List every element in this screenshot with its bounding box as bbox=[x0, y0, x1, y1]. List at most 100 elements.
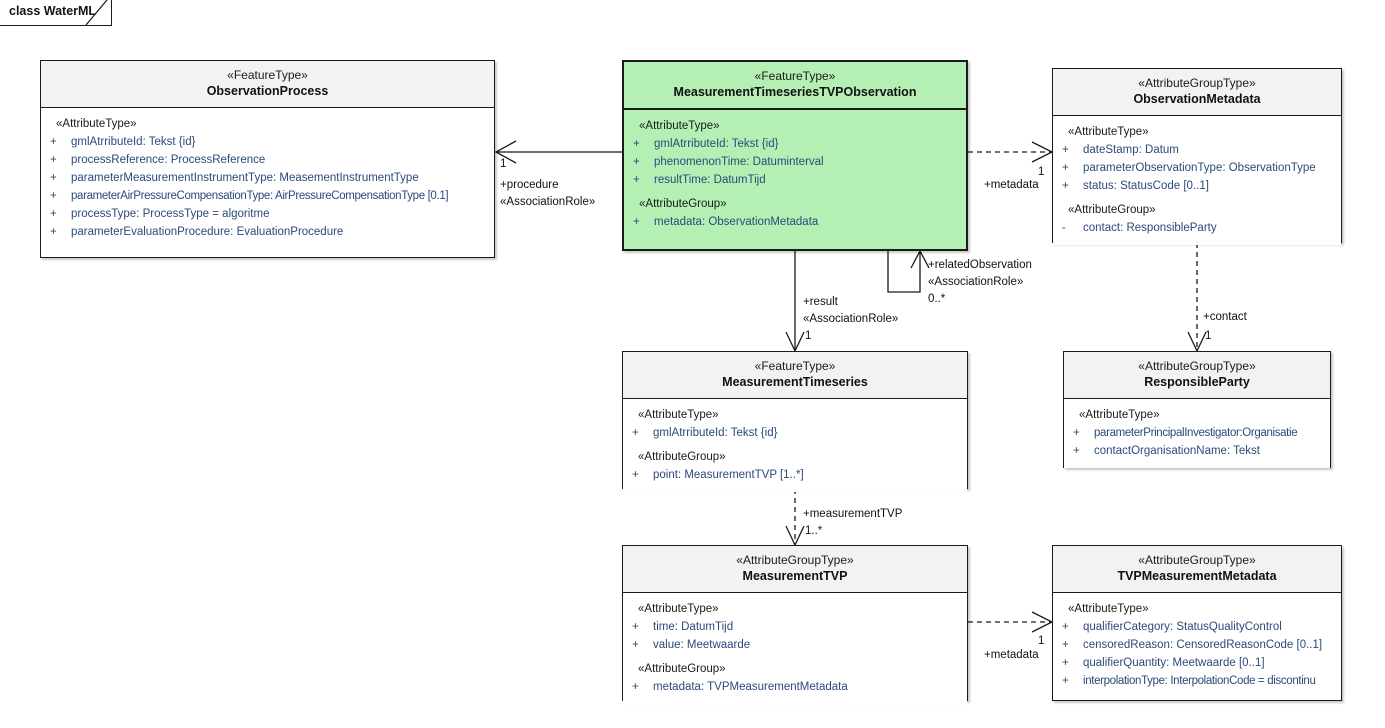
attribute-row: + processReference: ProcessReference bbox=[41, 151, 494, 169]
visibility-marker: + bbox=[633, 216, 640, 228]
visibility-marker: + bbox=[50, 154, 57, 166]
attribute-row: +time: DatumTijd bbox=[623, 618, 967, 636]
attribute-row: +gmlAtrributeId: Tekst {id} bbox=[41, 133, 494, 151]
attribute-group-label: «AttributeGroup» bbox=[638, 663, 726, 675]
class-body: «AttributeType» +dateStamp: Datum + param… bbox=[1053, 116, 1341, 245]
class-tvp-measurement-metadata[interactable]: «AttributeGroupType» TVPMeasurementMetad… bbox=[1052, 545, 1342, 701]
attribute-text: point: MeasurementTVP [1..*] bbox=[653, 469, 804, 481]
class-header: «AttributeGroupType» ResponsibleParty bbox=[1064, 352, 1330, 399]
visibility-marker: + bbox=[632, 681, 639, 693]
procedure-multiplicity: 1 bbox=[500, 158, 507, 170]
attribute-row: +phenomenonTime: Datuminterval bbox=[624, 153, 966, 171]
class-stereotype: «FeatureType» bbox=[754, 359, 836, 373]
attribute-row: +qualifierCategory: StatusQualityControl bbox=[1053, 618, 1341, 636]
result-role-label: +result bbox=[803, 296, 838, 308]
connector-observation-metadata bbox=[968, 141, 1054, 163]
measurement-tvp-role-label: +measurementTVP bbox=[803, 508, 903, 520]
connector-procedure bbox=[494, 140, 622, 164]
attribute-row: +resultTime: DatumTijd bbox=[624, 171, 966, 189]
attribute-group-label: «AttributeGroup» bbox=[1068, 204, 1156, 216]
attribute-row: + parameterEvaluationProcedure: Evaluatio… bbox=[41, 223, 494, 241]
class-stereotype: «AttributeGroupType» bbox=[1138, 76, 1256, 90]
attribute-row: + status: StatusCode [0..1] bbox=[1053, 177, 1341, 195]
procedure-stereotype-label: «AssociationRole» bbox=[500, 196, 596, 208]
attribute-text: contact: ResponsibleParty bbox=[1083, 222, 1217, 234]
attribute-text: gmlAtrributeId: Tekst {id} bbox=[653, 427, 778, 439]
class-body: «AttributeType» + parameterPrincipalInves… bbox=[1064, 399, 1330, 468]
attribute-row: +interpolationType: InterpolationCode = … bbox=[1053, 672, 1341, 690]
attribute-row: + point: MeasurementTVP [1..*] bbox=[623, 466, 967, 484]
class-stereotype: «FeatureType» bbox=[754, 69, 836, 83]
class-stereotype: «AttributeGroupType» bbox=[1138, 359, 1256, 373]
tvp-metadata-role-label: +metadata bbox=[984, 649, 1039, 661]
attribute-row: +censoredReason: CensoredReasonCode [0..… bbox=[1053, 636, 1341, 654]
visibility-marker: + bbox=[632, 639, 639, 651]
class-body: «AttributeType» +qualifierCategory: Stat… bbox=[1053, 593, 1341, 698]
contact-role-label: +contact bbox=[1203, 311, 1247, 323]
visibility-marker: + bbox=[50, 136, 57, 148]
class-name: MeasurementTimeseries bbox=[722, 375, 868, 389]
attribute-text: censoredReason: CensoredReasonCode [0..1… bbox=[1083, 639, 1323, 651]
attribute-text: status: StatusCode [0..1] bbox=[1083, 180, 1209, 192]
attribute-group-label: «AttributeType» bbox=[639, 120, 720, 132]
class-body: «AttributeType» +gmlAtrributeId: Tekst {… bbox=[41, 108, 494, 249]
attribute-group-label: «AttributeType» bbox=[1068, 603, 1149, 615]
attribute-group-label: «AttributeType» bbox=[1068, 126, 1149, 138]
class-header: «AttributeGroupType» TVPMeasurementMetad… bbox=[1053, 546, 1341, 593]
class-measurement-timeseries-tvp-observation[interactable]: «FeatureType» MeasurementTimeseriesTVPOb… bbox=[622, 60, 968, 251]
diagram-frame-label: class WaterML bbox=[9, 4, 97, 18]
class-measurement-tvp[interactable]: «AttributeGroupType» MeasurementTVP «Att… bbox=[622, 545, 968, 704]
class-observation-metadata[interactable]: «AttributeGroupType» ObservationMetadata… bbox=[1052, 68, 1342, 245]
contact-multiplicity: 1 bbox=[1205, 330, 1212, 342]
class-name: ObservationMetadata bbox=[1133, 92, 1261, 106]
class-stereotype: «AttributeGroupType» bbox=[1138, 553, 1256, 567]
class-header: «AttributeGroupType» ObservationMetadata bbox=[1053, 69, 1341, 116]
attribute-group-label: «AttributeType» bbox=[1079, 409, 1160, 421]
class-name: ResponsibleParty bbox=[1144, 375, 1250, 389]
attribute-row: +parameterMeasurementInstrumentType: Mea… bbox=[41, 169, 494, 187]
attribute-row: +gmlAtrributeId: Tekst {id} bbox=[623, 424, 967, 442]
attribute-text: metadata: TVPMeasurementMetadata bbox=[653, 681, 848, 693]
attribute-text: parameterPrincipalInvestigator:Organisat… bbox=[1094, 427, 1298, 439]
attribute-text: processReference: ProcessReference bbox=[71, 154, 266, 166]
attribute-text: parameterEvaluationProcedure: Evaluation… bbox=[71, 226, 344, 238]
class-measurement-timeseries[interactable]: «FeatureType» MeasurementTimeseries «Att… bbox=[622, 351, 968, 492]
connector-result bbox=[785, 251, 805, 353]
connector-tvp-metadata bbox=[968, 611, 1054, 633]
visibility-marker: + bbox=[632, 469, 639, 481]
class-name: TVPMeasurementMetadata bbox=[1117, 569, 1277, 583]
class-header: «FeatureType» MeasurementTimeseries bbox=[623, 352, 967, 399]
related-observation-role-label: +relatedObservation bbox=[928, 259, 1032, 271]
tvp-metadata-multiplicity: 1 bbox=[1038, 635, 1045, 647]
attribute-text: qualifierCategory: StatusQualityControl bbox=[1083, 621, 1282, 633]
attribute-group-label: «AttributeType» bbox=[638, 603, 719, 615]
class-name: MeasurementTVP bbox=[742, 569, 848, 583]
attribute-row: +dateStamp: Datum bbox=[1053, 141, 1341, 159]
class-responsible-party[interactable]: «AttributeGroupType» ResponsibleParty «A… bbox=[1063, 351, 1331, 468]
class-body: «AttributeType» +gmlAtrributeId: Tekst {… bbox=[624, 110, 966, 239]
visibility-marker: + bbox=[632, 621, 639, 633]
visibility-marker: + bbox=[1073, 427, 1080, 439]
visibility-marker: + bbox=[50, 226, 57, 238]
attribute-group-label: «AttributeType» bbox=[638, 409, 719, 421]
attribute-text: resultTime: DatumTijd bbox=[654, 174, 766, 186]
visibility-marker: - bbox=[1062, 222, 1066, 234]
class-stereotype: «FeatureType» bbox=[227, 68, 308, 82]
class-name: ObservationProcess bbox=[206, 84, 329, 98]
attribute-text: metadata: ObservationMetadata bbox=[654, 216, 819, 228]
measurement-tvp-multiplicity: 1..* bbox=[805, 525, 823, 537]
attribute-group-label: «AttributeGroup» bbox=[638, 451, 726, 463]
attribute-row: + metadata: ObservationMetadata bbox=[624, 213, 966, 231]
connector-contact bbox=[1187, 243, 1207, 353]
attribute-text: parameterObservationType: ObservationTyp… bbox=[1083, 162, 1316, 174]
result-multiplicity: 1 bbox=[805, 330, 812, 342]
visibility-marker: + bbox=[1073, 445, 1080, 457]
visibility-marker: + bbox=[633, 138, 640, 150]
attribute-text: phenomenonTime: Datuminterval bbox=[654, 156, 824, 168]
attribute-row: - contact: ResponsibleParty bbox=[1053, 219, 1341, 237]
class-observation-process[interactable]: «FeatureType» ObservationProcess «Attrib… bbox=[40, 60, 495, 258]
visibility-marker: + bbox=[1062, 180, 1069, 192]
visibility-marker: + bbox=[1062, 657, 1069, 669]
diagram-frame-tab: class WaterML bbox=[0, 0, 112, 26]
attribute-row: +parameterAirPressureCompensationType: A… bbox=[41, 187, 494, 205]
